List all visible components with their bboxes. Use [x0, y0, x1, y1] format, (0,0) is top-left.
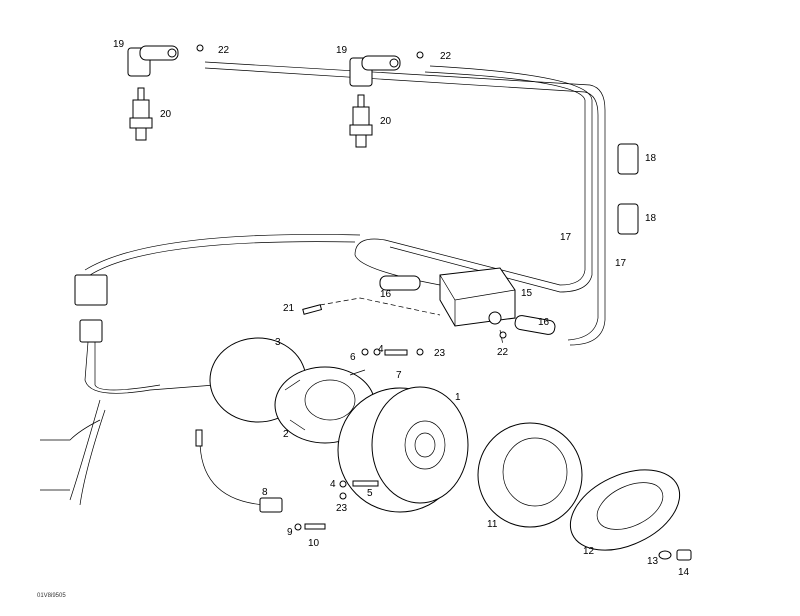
- starter-cup: [569, 469, 681, 551]
- wiring-harness: [40, 234, 361, 506]
- callout-4b: 4: [330, 479, 336, 490]
- callout-16: 16: [380, 289, 392, 300]
- callout-10: 10: [308, 538, 320, 549]
- callout-21: 21: [283, 303, 295, 314]
- sleeve-upper: [617, 143, 639, 175]
- callout-16b: 16: [538, 317, 550, 328]
- callout-23b: 23: [336, 503, 348, 514]
- callout-22b: 22: [440, 51, 452, 62]
- callout-3: 3: [275, 337, 281, 348]
- callout-9: 9: [287, 527, 293, 538]
- callout-18b: 18: [645, 213, 657, 224]
- callout-11: 11: [487, 519, 498, 530]
- spark-plug-right: [349, 94, 373, 148]
- callout-8: 8: [262, 487, 268, 498]
- callout-2: 2: [283, 429, 289, 440]
- callout-7: 7: [396, 370, 402, 381]
- callout-17: 17: [560, 232, 572, 243]
- drawing-code: 01V8i9505: [37, 593, 66, 599]
- callout-18: 18: [645, 153, 657, 164]
- hardware: [196, 44, 507, 531]
- boot-upper: [379, 275, 421, 291]
- spark-plug-cap-right: [349, 55, 401, 87]
- boot-lower: [514, 315, 556, 335]
- callout-17b: 17: [615, 258, 627, 269]
- ring-gear: [477, 422, 583, 528]
- callout-20: 20: [160, 109, 172, 120]
- callout-20b: 20: [380, 116, 392, 127]
- callout-14: 14: [678, 567, 690, 578]
- callout-19: 19: [113, 39, 125, 50]
- callout-23: 23: [434, 348, 446, 359]
- trigger-connector: [195, 429, 203, 447]
- spark-plug-cap-left: [127, 45, 179, 77]
- flywheel: [337, 386, 469, 513]
- callout-5: 5: [367, 488, 373, 499]
- callout-22: 22: [218, 45, 230, 56]
- callout-13: 13: [647, 556, 659, 567]
- callout-4: 4: [378, 344, 384, 355]
- flywheel-bolt: [676, 549, 692, 561]
- callout-6: 6: [350, 352, 356, 363]
- callout-15: 15: [521, 288, 533, 299]
- trigger-wire: [199, 439, 266, 506]
- sleeve-lower: [617, 203, 639, 235]
- spark-plug-left: [129, 87, 153, 141]
- callout-19b: 19: [336, 45, 348, 56]
- ignition-coil: [439, 267, 516, 327]
- callout-1: 1: [455, 392, 461, 403]
- trigger-coil: [259, 497, 283, 513]
- callout-22c: 22: [497, 347, 509, 358]
- callouts: 1 2 3 4 4 5 6 7 8 9 10 11 12 13 14 15 16…: [37, 39, 690, 599]
- ignition-wires: [204, 61, 606, 346]
- washer: [658, 550, 672, 560]
- callout-12: 12: [583, 546, 595, 557]
